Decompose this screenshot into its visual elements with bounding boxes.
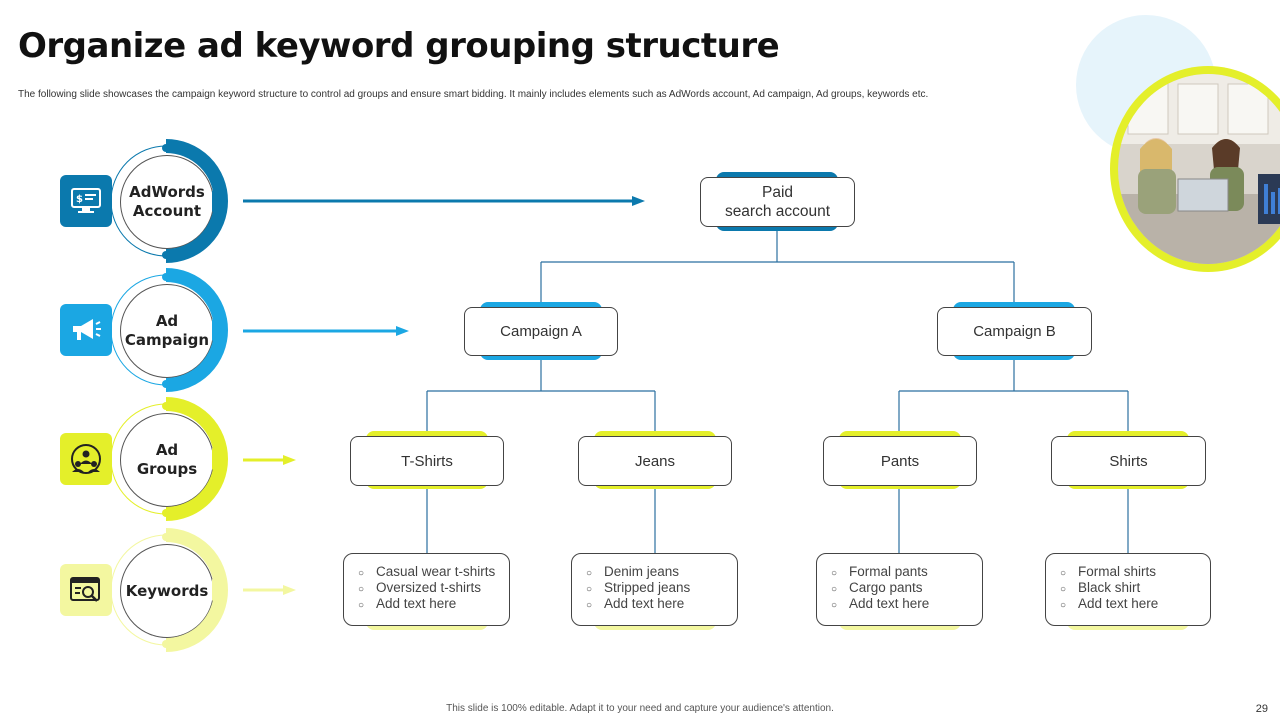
legend-adwords-account: $ AdWords Account <box>60 146 300 256</box>
keyword-item: Black shirt <box>1060 580 1210 596</box>
account-dashboard-icon: $ <box>60 175 112 227</box>
ad-group-node-tshirts: T-Shirts <box>350 436 504 486</box>
ad-group-node-pants: Pants <box>823 436 977 486</box>
keyword-list-shirts: Formal shirts Black shirt Add text here <box>1045 553 1211 626</box>
ad-group-node-shirts: Shirts <box>1051 436 1206 486</box>
legend-label-ad-campaign: Ad Campaign <box>120 284 214 378</box>
keyword-item: Casual wear t-shirts <box>358 564 509 580</box>
keyword-item: Add text here <box>358 596 509 612</box>
keyword-item: Add text here <box>831 596 982 612</box>
legend-label-keywords: Keywords <box>120 544 214 638</box>
group-icon <box>60 433 112 485</box>
keyword-item: Formal shirts <box>1060 564 1210 580</box>
legend-keywords: Keywords <box>60 535 300 645</box>
legend-label-adwords-account: AdWords Account <box>120 155 214 249</box>
keyword-list-tshirts: Casual wear t-shirts Oversized t-shirts … <box>343 553 510 626</box>
svg-text:$: $ <box>76 194 83 205</box>
legend-label-ad-groups: Ad Groups <box>120 413 214 507</box>
campaign-node-a: Campaign A <box>464 307 618 356</box>
keyword-search-icon <box>60 564 112 616</box>
footer-note: This slide is 100% editable. Adapt it to… <box>446 703 834 714</box>
keyword-item: Denim jeans <box>586 564 737 580</box>
keyword-item: Add text here <box>1060 596 1210 612</box>
keyword-list-jeans: Denim jeans Stripped jeans Add text here <box>571 553 738 626</box>
keyword-item: Stripped jeans <box>586 580 737 596</box>
keyword-item: Cargo pants <box>831 580 982 596</box>
legend-ad-campaign: Ad Campaign <box>60 275 300 385</box>
keyword-item: Formal pants <box>831 564 982 580</box>
page-subtitle: The following slide showcases the campai… <box>18 89 929 100</box>
keyword-item: Oversized t-shirts <box>358 580 509 596</box>
campaign-node-b: Campaign B <box>937 307 1092 356</box>
root-node-paid-search-account: Paid search account <box>700 177 855 227</box>
megaphone-icon <box>60 304 112 356</box>
legend-ad-groups: Ad Groups <box>60 404 300 514</box>
keyword-item: Add text here <box>586 596 737 612</box>
keyword-list-pants: Formal pants Cargo pants Add text here <box>816 553 983 626</box>
page-title: Organize ad keyword grouping structure <box>18 26 780 66</box>
ad-group-node-jeans: Jeans <box>578 436 732 486</box>
page-number: 29 <box>1255 703 1268 715</box>
